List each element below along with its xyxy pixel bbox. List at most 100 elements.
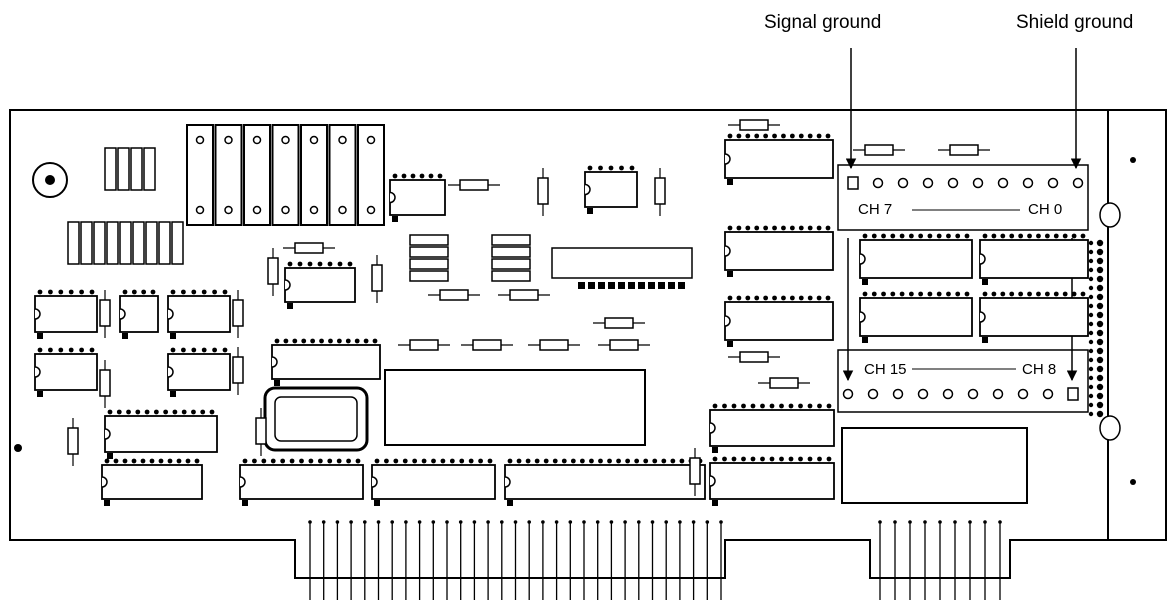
- resistor: [371, 264, 383, 292]
- signal-ground-callout: Signal ground: [764, 12, 882, 33]
- header-pin: [1096, 311, 1104, 319]
- dip-chip: [504, 458, 706, 506]
- resistor-pack: [491, 246, 531, 258]
- resistor-pack: [106, 221, 119, 265]
- lower-connector-pins: [842, 387, 1079, 401]
- header-pin: [1088, 357, 1094, 363]
- header-pin: [1096, 410, 1104, 418]
- dip-chip: [724, 225, 834, 277]
- dip-chip: [104, 409, 218, 459]
- dip-chip: [584, 165, 638, 214]
- header-pin: [1088, 285, 1094, 291]
- header-pin: [1088, 258, 1094, 264]
- lower-channel-connector: [837, 349, 1089, 413]
- dip-chip: [709, 403, 835, 453]
- resistor: [539, 339, 569, 351]
- header-pin: [1096, 374, 1104, 382]
- resistor-pack: [171, 221, 184, 265]
- ch8-label: CH 8: [1022, 361, 1056, 378]
- pin: [997, 177, 1009, 189]
- dip-switch: [551, 247, 693, 279]
- resistor: [99, 299, 111, 327]
- pin: [1022, 177, 1034, 189]
- dip-chip: [859, 291, 973, 343]
- resistor-pack: [409, 258, 449, 270]
- resistor: [67, 427, 79, 455]
- bracket-hole-top: [1099, 202, 1121, 228]
- pin: [867, 388, 879, 400]
- pin-square: [847, 176, 859, 190]
- pin: [842, 388, 854, 400]
- resistor-pack: [67, 221, 80, 265]
- resistor: [689, 457, 701, 485]
- relay-bank: [67, 124, 693, 289]
- bracket-hole-bottom: [1099, 415, 1121, 441]
- resistor: [864, 144, 894, 156]
- resistor: [509, 289, 539, 301]
- header-pin: [1088, 330, 1094, 336]
- header-pin: [1096, 239, 1104, 247]
- board-dot-left: [14, 444, 22, 452]
- resistor: [232, 299, 244, 327]
- ch0-label: CH 0: [1028, 201, 1062, 218]
- ic-chips: [34, 133, 1089, 506]
- ch7-label: CH 7: [858, 201, 892, 218]
- bracket-screw-bottom: [1130, 479, 1136, 485]
- header-pin: [1096, 257, 1104, 265]
- resistor: [472, 339, 502, 351]
- resistors: [67, 119, 990, 496]
- shield-ground-callout: Shield ground: [1016, 12, 1134, 33]
- header-pin: [1096, 320, 1104, 328]
- pin: [1047, 177, 1059, 189]
- resistor: [537, 177, 549, 205]
- resistor-pack: [409, 234, 449, 246]
- side-pin-header: [1088, 239, 1104, 418]
- dip-chip: [34, 347, 98, 397]
- dip-chip: [979, 291, 1089, 343]
- resistor-pack: [491, 258, 531, 270]
- header-pin: [1088, 321, 1094, 327]
- pin: [947, 177, 959, 189]
- resistor-pack: [491, 234, 531, 246]
- resistor: [294, 242, 324, 254]
- header-pin: [1096, 356, 1104, 364]
- resistor-pack: [491, 270, 531, 282]
- resistor: [609, 339, 639, 351]
- resistor-pack: [143, 147, 156, 191]
- resistor-pack: [130, 147, 143, 191]
- header-pin: [1096, 284, 1104, 292]
- pin: [1017, 388, 1029, 400]
- header-pin: [1088, 303, 1094, 309]
- dip-chip: [167, 289, 231, 339]
- resistor-pack: [104, 147, 117, 191]
- resistor: [99, 369, 111, 397]
- resistor: [267, 257, 279, 285]
- header-pin: [1088, 267, 1094, 273]
- resistor: [232, 356, 244, 384]
- resistor-pack: [409, 270, 449, 282]
- dip-chip: [284, 261, 356, 309]
- resistor: [769, 377, 799, 389]
- dip-chip: [167, 347, 231, 397]
- pin: [872, 177, 884, 189]
- resistor-pack: [117, 147, 130, 191]
- header-pin: [1096, 293, 1104, 301]
- resistor: [255, 417, 267, 445]
- resistor-pack: [409, 246, 449, 258]
- header-pin: [1088, 294, 1094, 300]
- pin: [917, 388, 929, 400]
- pin: [1072, 177, 1084, 189]
- resistor: [654, 177, 666, 205]
- resistor: [409, 339, 439, 351]
- dip-chip: [724, 295, 834, 347]
- upper-channel-connector: [837, 164, 1089, 231]
- dip-chip: [34, 289, 98, 339]
- dip-chip: [101, 458, 203, 506]
- pin: [922, 177, 934, 189]
- dip-chip: [119, 289, 159, 339]
- dip-chip: [724, 133, 834, 185]
- dip-chip: [371, 458, 496, 506]
- pin: [1042, 388, 1054, 400]
